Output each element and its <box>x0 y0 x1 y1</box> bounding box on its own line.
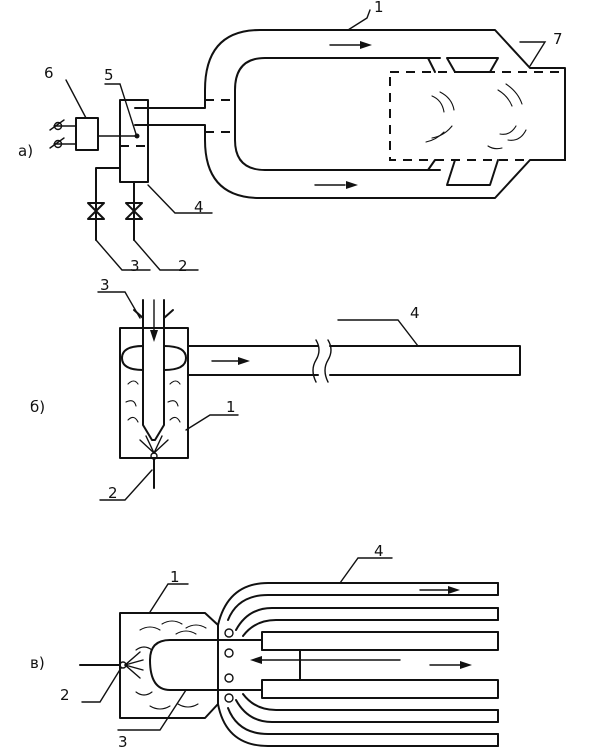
leader-a-4 <box>147 184 213 214</box>
callout-a-7: 7 <box>553 30 563 48</box>
callout-a-6: 6 <box>44 64 54 82</box>
leader-a-1 <box>347 9 371 31</box>
callout-a-5: 5 <box>104 66 114 84</box>
callout-b-4: 4 <box>410 304 420 322</box>
leader-b-3 <box>97 291 141 319</box>
callout-c-3: 3 <box>118 733 128 751</box>
igniter-6 <box>75 117 99 151</box>
mixer-5 <box>119 99 149 183</box>
leader-c-2 <box>81 667 122 703</box>
callout-a-2: 2 <box>178 257 188 275</box>
callout-a-4: 4 <box>194 198 204 216</box>
central-tube-b <box>142 299 165 441</box>
loop-pipe-inner <box>234 57 441 171</box>
turbulence-swirls-b <box>125 380 181 423</box>
turbulence-swirls-c <box>135 620 207 710</box>
leader-c-3 <box>117 689 187 731</box>
callout-c-4: 4 <box>374 542 384 560</box>
panel-a: а) 1 2 3 4 5 6 7 <box>18 0 566 275</box>
lobe-left <box>121 345 144 371</box>
panel-c-label: в) <box>30 654 45 672</box>
leader-a-3 <box>95 239 151 271</box>
callout-b-1: 1 <box>226 398 236 416</box>
leader-c-1 <box>149 583 189 613</box>
callout-b-3: 3 <box>100 276 110 294</box>
nozzle-upper <box>427 57 499 73</box>
leader-b-2 <box>99 469 153 501</box>
valve-3 <box>87 202 105 220</box>
spray-b <box>139 435 169 454</box>
central-tube-c <box>149 639 301 691</box>
callout-c-1: 1 <box>170 568 180 586</box>
chamber-7 <box>389 71 566 161</box>
leader-b-4 <box>337 319 419 347</box>
spray-c <box>124 651 144 679</box>
leader-a-5 <box>104 83 137 135</box>
supply-line-3 <box>95 167 121 241</box>
panel-b-label: б) <box>30 398 45 416</box>
outlet-pipe-b-4 <box>187 345 521 376</box>
callout-b-2: 2 <box>108 484 118 502</box>
panel-b: б) 3 4 1 2 <box>30 276 521 502</box>
leader-a-6 <box>65 79 87 119</box>
leader-b-1 <box>185 414 239 431</box>
callout-c-2: 2 <box>60 686 70 704</box>
loop-pipe-outer <box>134 29 566 199</box>
nozzle-lower <box>427 159 499 186</box>
leader-a-2 <box>133 239 199 271</box>
heat-exchanger-tubes-c-4 <box>217 582 499 747</box>
callout-a-1: 1 <box>374 0 384 16</box>
turbulence-swirls-a <box>425 83 527 150</box>
leader-c-4 <box>339 557 393 584</box>
panel-a-label: а) <box>18 142 33 160</box>
leader-a-7 <box>519 41 547 67</box>
panel-c: в) 1 2 3 4 <box>30 542 499 751</box>
callout-a-3: 3 <box>130 257 140 275</box>
chamber-c-1 <box>119 612 219 719</box>
valve-2 <box>125 202 143 220</box>
lobe-right <box>163 345 187 371</box>
